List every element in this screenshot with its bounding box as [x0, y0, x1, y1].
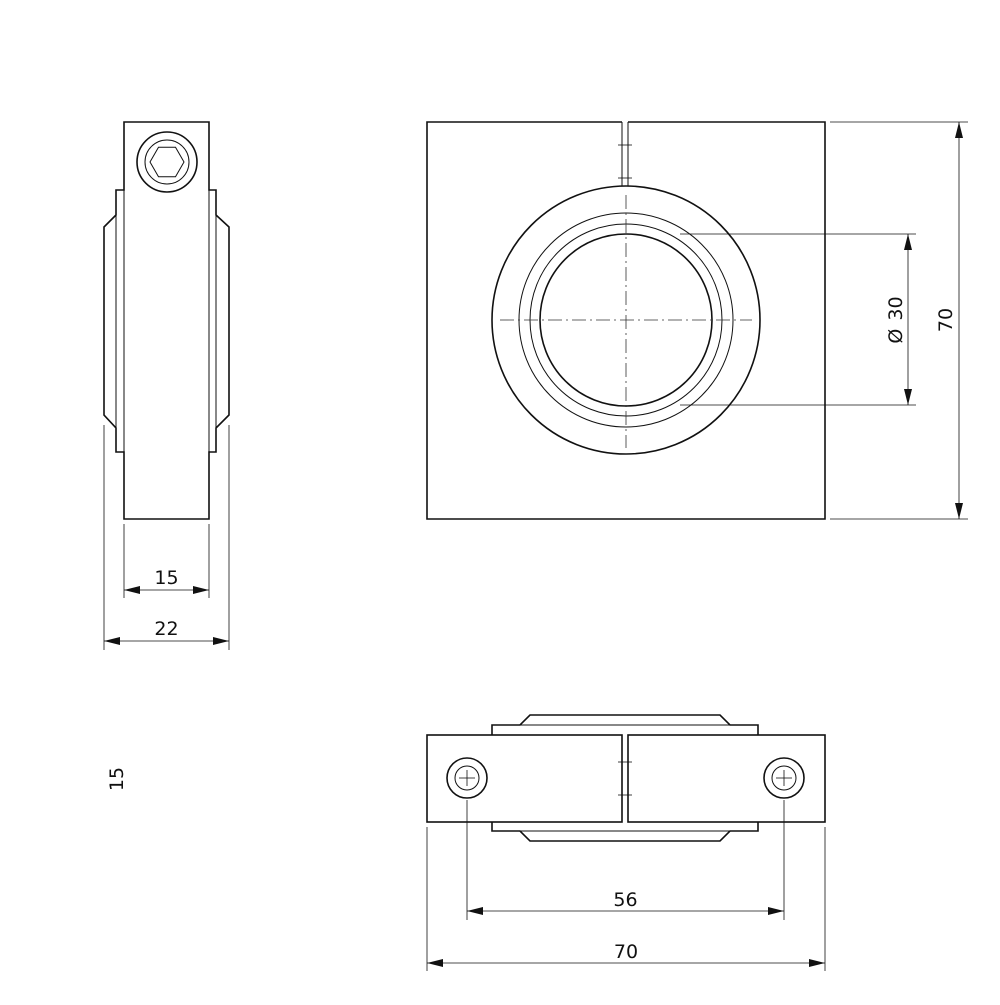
dimension-side-outer-width: 22	[103, 425, 230, 650]
dimension-bore-diameter: Ø 30	[680, 233, 916, 406]
dimension-hole-spacing: 56	[466, 800, 785, 920]
front-view	[426, 121, 826, 520]
hex-socket-screw	[136, 131, 198, 193]
diameter-value: 30	[885, 296, 907, 320]
bottom-view-top-collar	[491, 714, 759, 735]
mounting-hole-left	[446, 757, 488, 799]
dimension-front-height: 70	[830, 121, 968, 520]
screw-head-outer-circle	[136, 131, 198, 193]
bottom-view-left-half	[426, 734, 623, 823]
mounting-hole-right-inner	[771, 765, 797, 791]
dimension-label-diameter-30: Ø 30	[885, 296, 907, 343]
hex-socket-icon	[149, 146, 185, 178]
dimension-label-70-horizontal: 70	[614, 941, 638, 963]
bottom-view-right-half	[627, 734, 826, 823]
dimension-bottom-width: 70	[426, 827, 826, 971]
side-note-label-15: 15	[106, 767, 128, 791]
side-view-outer-profile	[103, 121, 230, 520]
side-view	[103, 121, 230, 520]
bottom-view-bottom-collar	[491, 822, 759, 842]
mounting-hole-right-outer	[763, 757, 805, 799]
front-view-block-outline	[426, 121, 826, 520]
bottom-view	[426, 714, 826, 842]
diameter-symbol: Ø	[885, 329, 907, 344]
dimension-label-56: 56	[613, 889, 637, 911]
dimension-side-inner-width: 15	[123, 524, 210, 598]
dimension-label-22: 22	[154, 618, 178, 640]
front-view-outer-ring	[491, 185, 761, 455]
mounting-hole-right	[763, 757, 805, 799]
screw-head-inner-circle	[144, 139, 190, 185]
mounting-hole-left-inner	[454, 765, 480, 791]
dimension-label-70-vertical: 70	[935, 308, 957, 332]
mounting-hole-left-outer	[446, 757, 488, 799]
dimension-label-15: 15	[154, 567, 178, 589]
